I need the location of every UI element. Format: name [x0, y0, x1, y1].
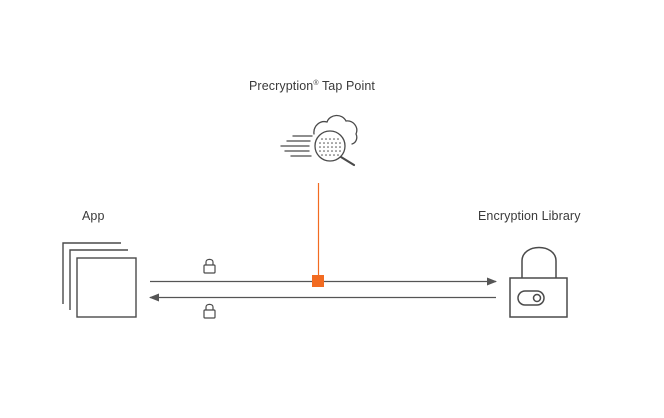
padlock-icon	[509, 246, 568, 318]
speed-lines-icon	[280, 135, 313, 157]
app-label: App	[82, 209, 105, 223]
cloud-icon	[313, 114, 358, 145]
lock-icon	[203, 258, 216, 274]
magnifier-icon	[314, 130, 356, 167]
encryption-library-label: Encryption Library	[478, 209, 581, 223]
tap-point-marker	[312, 275, 324, 287]
tap-point-label: Precryption® Tap Point	[249, 79, 375, 93]
cloud-magnifier-speed-icon	[280, 114, 358, 167]
data-dots	[319, 138, 341, 156]
lock-icon	[203, 303, 216, 319]
stacked-windows-icon	[62, 242, 137, 318]
